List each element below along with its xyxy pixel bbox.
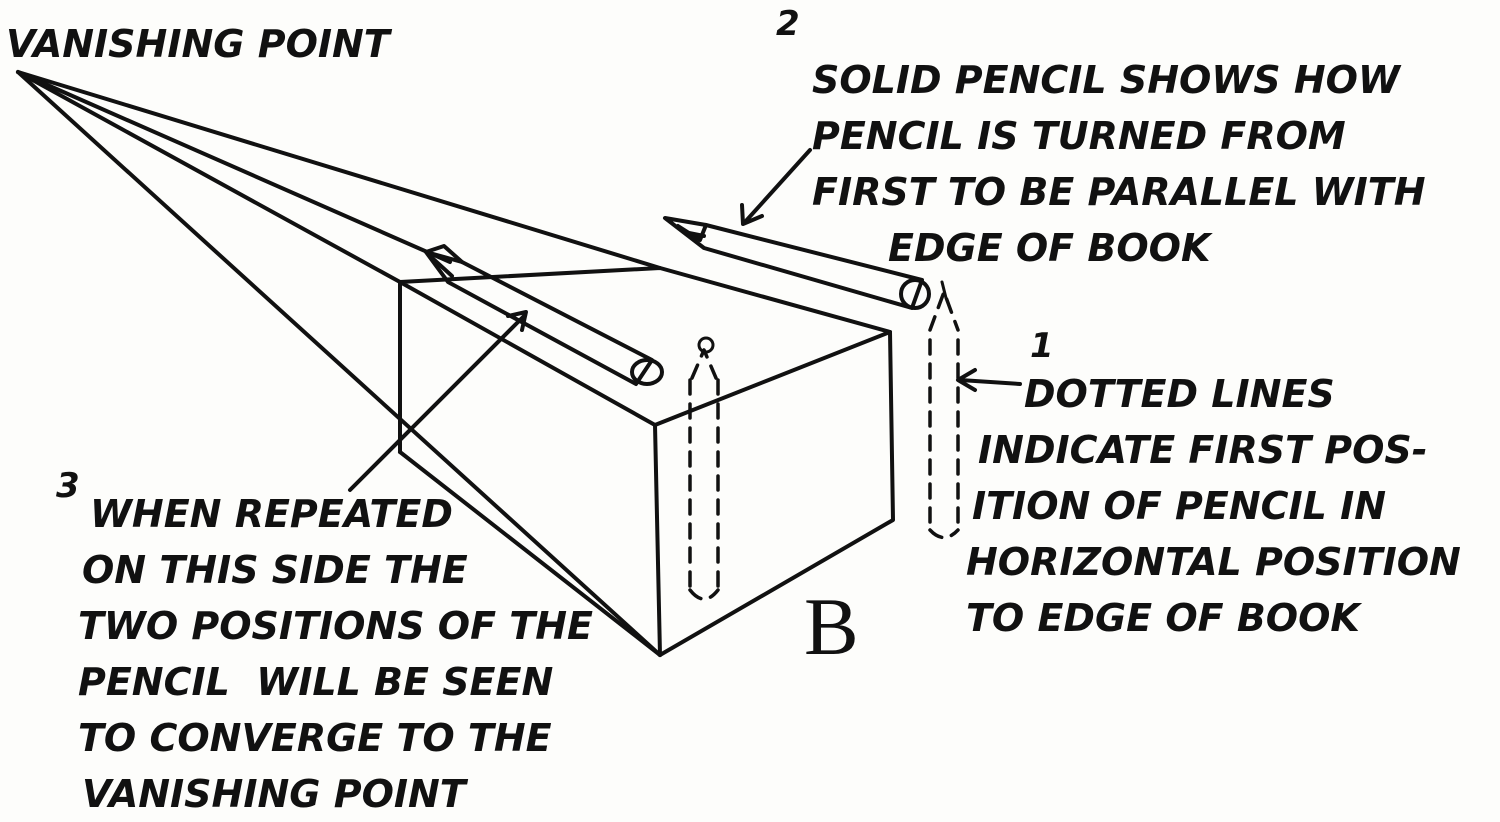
label-number-2: 2 <box>776 4 800 44</box>
label-number-1: 1 <box>1030 326 1054 366</box>
dotted-pencil-tip <box>940 280 948 300</box>
note-when-repeated: WHEN REPEATED ON THIS SIDE THE TWO POSIT… <box>78 486 593 822</box>
perspective-lines <box>16 70 662 657</box>
note1-line-3: ITION OF PENCIL IN <box>972 484 1387 528</box>
note2-line-1: SOLID PENCIL SHOWS HOW <box>812 58 1400 102</box>
dotted-pencil-front-tip <box>697 336 715 354</box>
letter-b: B <box>804 581 859 672</box>
label-number-3: 3 <box>56 466 80 506</box>
arrow-3 <box>348 310 528 492</box>
note3-line-2: ON THIS SIDE THE <box>82 548 468 592</box>
note-solid-pencil: SOLID PENCIL SHOWS HOW PENCIL IS TURNED … <box>812 52 1426 276</box>
solid-pencil <box>663 216 931 310</box>
note3-line-1: WHEN REPEATED <box>90 492 453 536</box>
dotted-pencil-front <box>688 348 720 601</box>
note3-line-5: TO CONVERGE TO THE <box>78 716 552 760</box>
pencil-on-book <box>424 244 664 386</box>
note2-line-4: EDGE OF BOOK <box>888 226 1211 270</box>
note1-line-4: HORIZONTAL POSITION <box>966 540 1461 584</box>
note3-line-3: TWO POSITIONS OF THE <box>78 604 593 648</box>
note2-line-2: PENCIL IS TURNED FROM <box>812 114 1346 158</box>
arrow-1 <box>956 368 1022 392</box>
note-dotted-lines: DOTTED LINES INDICATE FIRST POS- ITION O… <box>966 366 1461 646</box>
note1-line-5: TO EDGE OF BOOK <box>966 596 1360 640</box>
book-box <box>398 266 895 657</box>
note1-line-2: INDICATE FIRST POS- <box>978 428 1428 472</box>
note2-line-3: FIRST TO BE PARALLEL WITH <box>812 170 1426 214</box>
note1-line-1: DOTTED LINES <box>1024 372 1335 416</box>
note3-line-6: VANISHING POINT <box>82 772 466 816</box>
vanishing-point-title: VANISHING POINT <box>6 22 390 66</box>
note3-line-4: PENCIL WILL BE SEEN <box>78 660 554 704</box>
dotted-pencil-right <box>928 290 960 540</box>
arrow-2 <box>740 148 812 226</box>
